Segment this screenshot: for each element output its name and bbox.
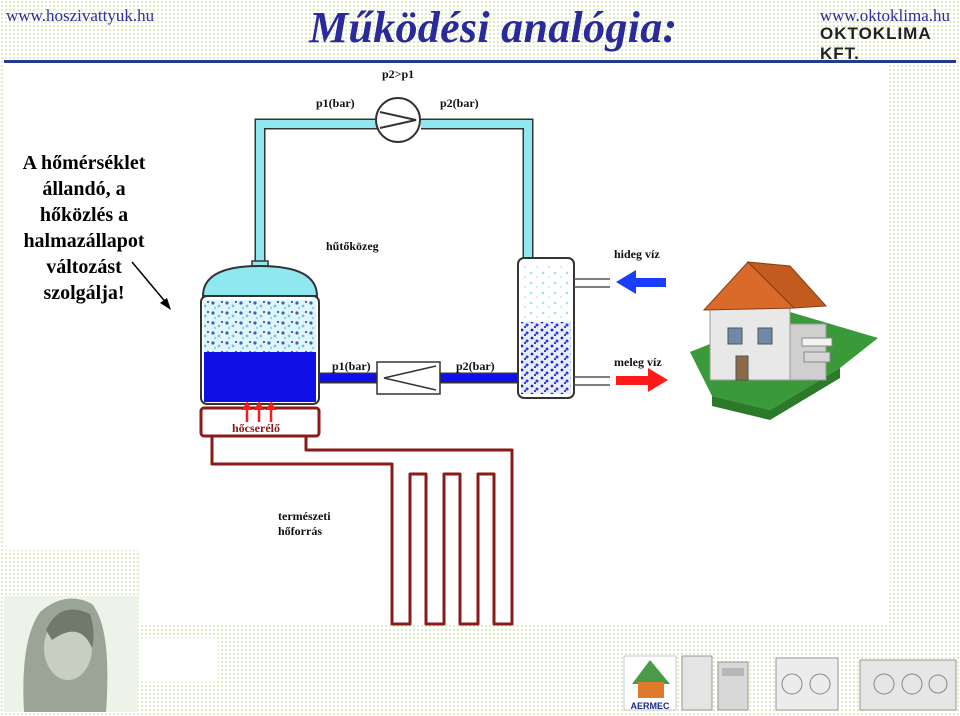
cold-water-label: hideg víz <box>614 247 660 261</box>
refrigerant-label: hűtőközeg <box>326 239 379 253</box>
caption-panel <box>140 638 218 682</box>
compressor-relation-label: p2>p1 <box>382 67 414 81</box>
outdoor-unit-image <box>776 658 838 710</box>
evaporator-vessel <box>201 261 319 404</box>
mid-p1-label: p1(bar) <box>332 359 371 373</box>
condenser-tank <box>518 258 610 398</box>
top-p1-label: p1(bar) <box>316 96 355 110</box>
heat-exchanger-label: hőcserélő <box>232 421 280 435</box>
expansion-valve-icon <box>377 362 440 394</box>
warm-water-label: meleg víz <box>614 355 662 369</box>
top-p2-label: p2(bar) <box>440 96 479 110</box>
indoor-unit-image <box>682 656 748 710</box>
chiller-unit-image <box>860 660 956 710</box>
house-illustration <box>690 262 878 420</box>
person-portrait-image <box>4 596 138 712</box>
pointer-arrow-icon <box>132 262 171 310</box>
natural-source-label-line1: természeti <box>278 509 331 523</box>
refrigerant-pipe <box>260 124 528 266</box>
heat-flow-arrow-icon <box>242 401 276 422</box>
aermec-logo-text: AERMEC <box>630 701 670 711</box>
natural-source-label-line2: hőforrás <box>278 524 322 538</box>
compressor-icon <box>376 98 420 142</box>
warm-water-arrow-icon <box>616 368 668 392</box>
ground-loop-pipe <box>212 436 512 624</box>
cold-water-arrow-icon <box>616 270 666 294</box>
mid-p2-label: p2(bar) <box>456 359 495 373</box>
